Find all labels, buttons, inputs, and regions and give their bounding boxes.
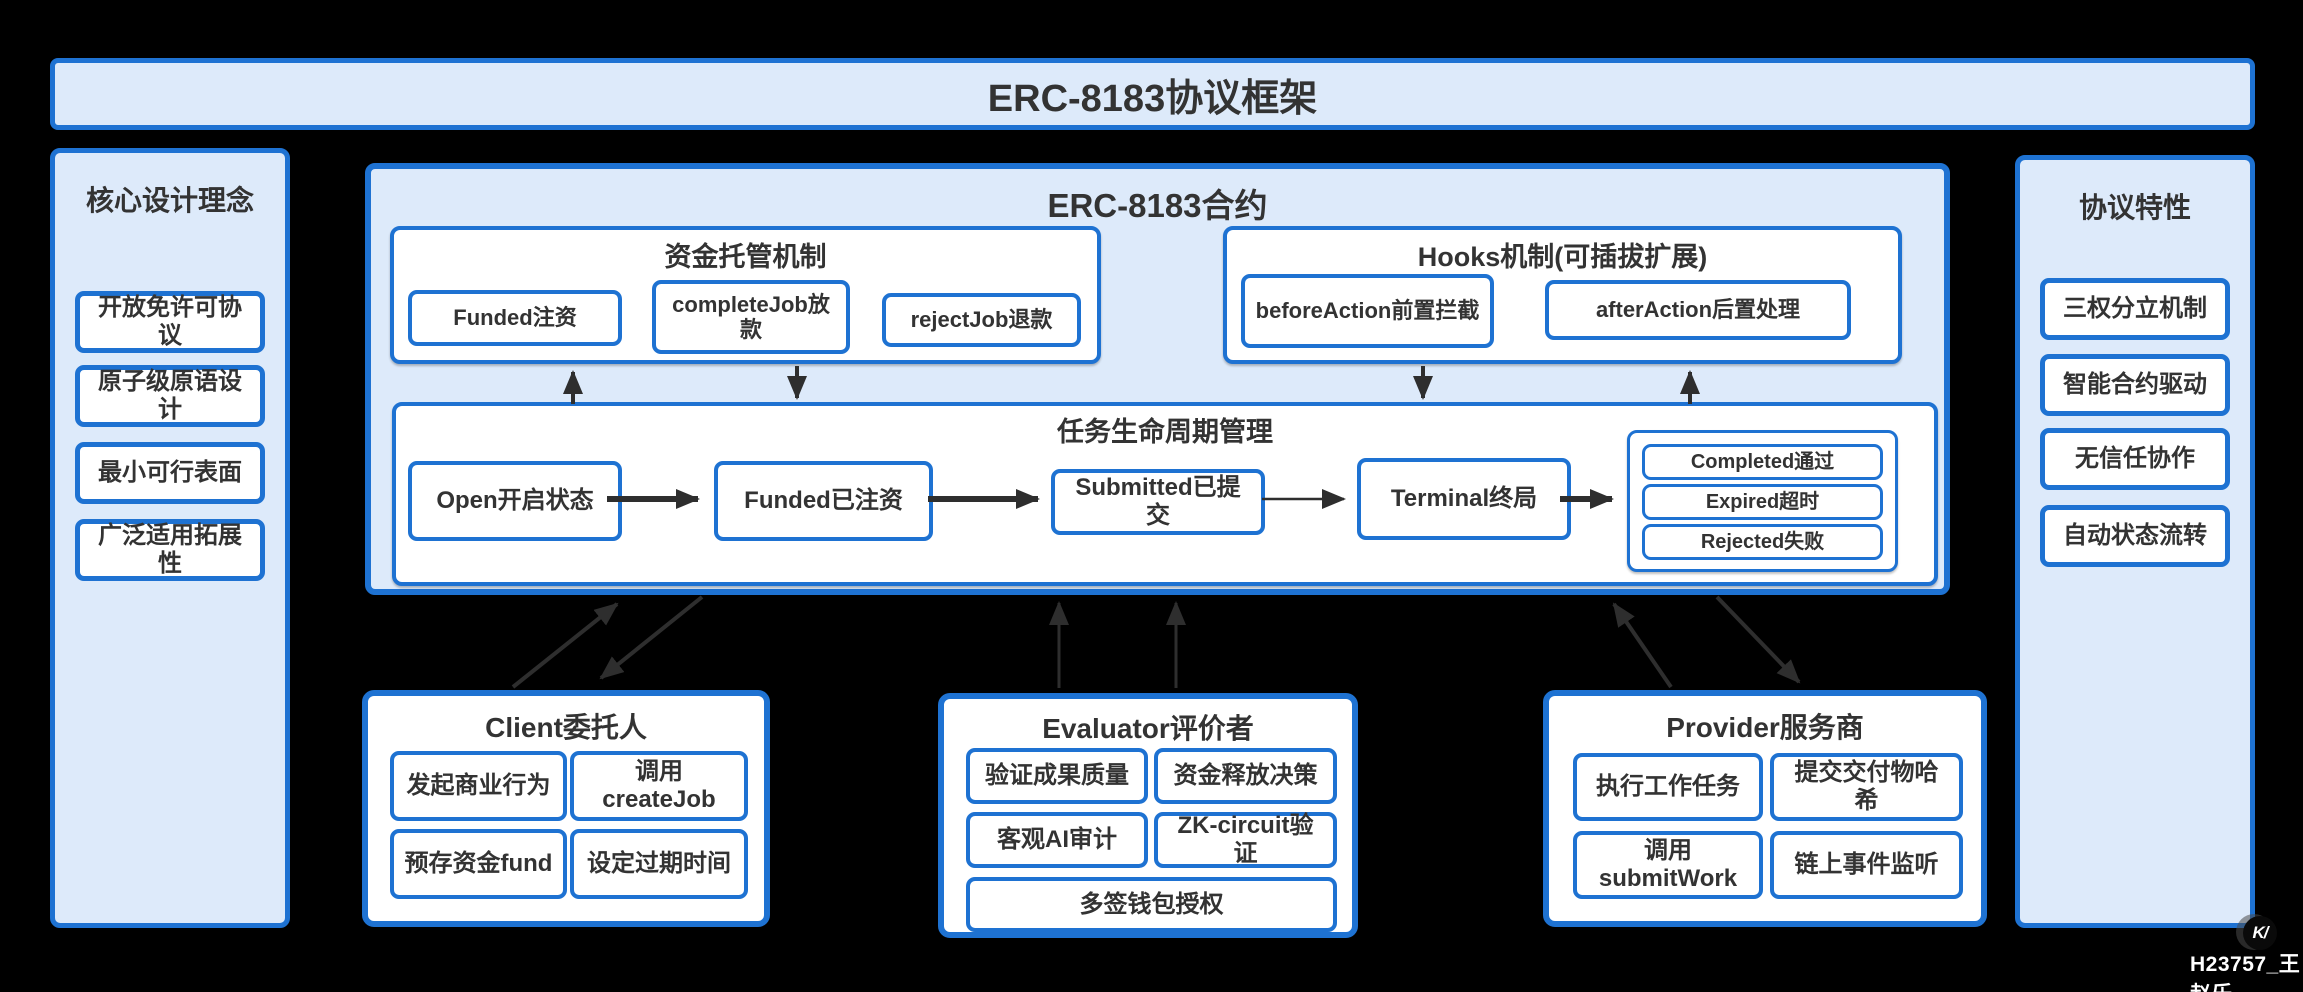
- evaluator-box: Evaluator评价者 验证成果质量 资金释放决策 客观AI审计 ZK-cir…: [938, 693, 1358, 938]
- design-principle-item: 原子级原语设计: [75, 365, 265, 427]
- escrow-box: 资金托管机制 Funded注资 completeJob放款 rejectJob退…: [390, 226, 1101, 364]
- watermark-logo-icon: K/: [2243, 916, 2277, 950]
- arrow-provider-to-contract: [1612, 602, 1673, 689]
- hooks-item-afteraction: afterAction后置处理: [1545, 280, 1851, 340]
- terminal-state-completed: Completed通过: [1642, 444, 1883, 480]
- terminal-states-group: Completed通过 Expired超时 Rejected失败: [1627, 430, 1898, 572]
- provider-item: 执行工作任务: [1573, 753, 1763, 821]
- contract-container: ERC-8183合约 资金托管机制 Funded注资 completeJob放款…: [365, 163, 1950, 595]
- provider-box: Provider服务商 执行工作任务 提交交付物哈希 调用submitWork …: [1543, 690, 1987, 927]
- hooks-box: Hooks机制(可插拔扩展) beforeAction前置拦截 afterAct…: [1223, 226, 1902, 364]
- terminal-state-expired: Expired超时: [1642, 484, 1883, 520]
- right-sidebar: 协议特性 三权分立机制 智能合约驱动 无信任协作 自动状态流转: [2015, 155, 2255, 928]
- arrow-client-to-contract: [511, 602, 619, 689]
- lifecycle-box: 任务生命周期管理 Open开启状态 Funded已注资 Submitted已提交…: [392, 402, 1938, 586]
- escrow-item-rejectjob: rejectJob退款: [882, 293, 1081, 347]
- client-item: 设定过期时间: [570, 829, 748, 899]
- terminal-state-rejected: Rejected失败: [1642, 524, 1883, 560]
- escrow-title: 资金托管机制: [664, 242, 827, 272]
- state-funded: Funded已注资: [714, 461, 933, 541]
- page-title: ERC-8183协议框架: [987, 77, 1318, 120]
- title-bar: ERC-8183协议框架: [50, 58, 2255, 130]
- arrow-contract-to-provider: [1715, 595, 1801, 684]
- evaluator-item: 资金释放决策: [1154, 748, 1337, 804]
- left-sidebar-title: 核心设计理念: [85, 185, 254, 216]
- arrow-contract-to-client: [599, 595, 704, 680]
- evaluator-item-wide: 多签钱包授权: [966, 877, 1337, 932]
- protocol-feature-item: 智能合约驱动: [2040, 354, 2230, 416]
- provider-item: 链上事件监听: [1770, 831, 1963, 899]
- hooks-title: Hooks机制(可插拔扩展): [1417, 242, 1708, 272]
- state-submitted: Submitted已提交: [1051, 469, 1265, 535]
- evaluator-title: Evaluator评价者: [1042, 713, 1254, 744]
- design-principle-item: 最小可行表面: [75, 442, 265, 504]
- right-sidebar-title: 协议特性: [2078, 192, 2191, 223]
- design-principle-item: 广泛适用拓展性: [75, 519, 265, 581]
- watermark-text: H23757_王赵乐: [2190, 953, 2301, 992]
- client-item: 发起商业行为: [390, 751, 567, 821]
- evaluator-item: 客观AI审计: [966, 812, 1148, 868]
- hooks-item-beforeaction: beforeAction前置拦截: [1241, 274, 1494, 348]
- client-item: 预存资金fund: [390, 829, 567, 899]
- provider-item: 提交交付物哈希: [1770, 753, 1963, 821]
- protocol-feature-item: 三权分立机制: [2040, 278, 2230, 340]
- protocol-feature-item: 无信任协作: [2040, 428, 2230, 490]
- escrow-item-funded: Funded注资: [408, 290, 622, 346]
- contract-title: ERC-8183合约: [1047, 187, 1268, 224]
- evaluator-item: 验证成果质量: [966, 748, 1148, 804]
- provider-title: Provider服务商: [1666, 712, 1864, 743]
- design-principle-item: 开放免许可协议: [75, 291, 265, 353]
- escrow-item-completejob: completeJob放款: [652, 280, 850, 354]
- evaluator-item: ZK-circuit验证: [1154, 812, 1337, 868]
- client-item: 调用createJob: [570, 751, 748, 821]
- state-open: Open开启状态: [408, 461, 622, 541]
- protocol-feature-item: 自动状态流转: [2040, 505, 2230, 567]
- lifecycle-title: 任务生命周期管理: [1057, 417, 1273, 447]
- client-box: Client委托人 发起商业行为 调用createJob 预存资金fund 设定…: [362, 690, 770, 927]
- state-terminal: Terminal终局: [1357, 458, 1571, 540]
- client-title: Client委托人: [485, 712, 647, 743]
- left-sidebar: 核心设计理念 开放免许可协议 原子级原语设计 最小可行表面 广泛适用拓展性: [50, 148, 290, 928]
- provider-item: 调用submitWork: [1573, 831, 1763, 899]
